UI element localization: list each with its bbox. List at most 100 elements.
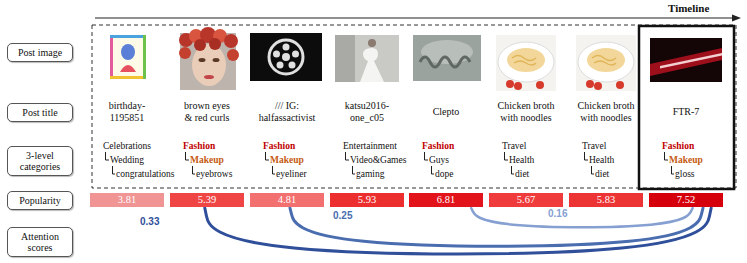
row-header-box: Attention scores — [7, 227, 73, 257]
portrait-image — [209, 38, 221, 50]
soup-image — [594, 82, 602, 90]
row-header-box: 3-level categories — [7, 146, 73, 176]
soup-image — [536, 81, 544, 89]
category-tree — [106, 152, 675, 174]
card-image — [121, 44, 135, 60]
gloss-image — [660, 53, 722, 69]
portrait-image — [179, 47, 191, 59]
card-image — [143, 35, 146, 79]
category-label: Guys — [429, 155, 449, 166]
post-title: Clepto — [413, 106, 479, 118]
attention-arc — [290, 208, 703, 246]
card-image — [110, 35, 146, 79]
film-image — [250, 33, 322, 81]
node-text: 7.52 — [649, 193, 723, 207]
soup-image — [616, 81, 624, 89]
node-text: 5.67 — [489, 193, 563, 207]
node-text: 6.81 — [409, 193, 483, 207]
post-title: brown eyes & red curls — [180, 100, 234, 124]
node-text: Post image — [10, 47, 70, 58]
post-title: Chicken broth with noodles — [493, 100, 559, 124]
soup-image — [496, 35, 556, 91]
category-label: diet — [595, 169, 609, 180]
popularity-bar: 5.93 — [330, 193, 404, 207]
category-label: Health — [509, 155, 534, 166]
category-label: diet — [515, 169, 529, 180]
gloss-image — [650, 38, 722, 82]
film-image — [282, 53, 290, 61]
post-title: Chicken broth with noodles — [573, 100, 639, 124]
category-label: dope — [435, 169, 453, 180]
card-image — [110, 76, 146, 79]
category-label: Makeup — [190, 155, 224, 166]
card-image — [113, 38, 143, 76]
popularity-bar: 7.52 — [649, 193, 723, 207]
soup-image — [576, 35, 636, 91]
attention-arc — [471, 208, 692, 227]
attention-score: 0.25 — [333, 210, 352, 221]
node-text: 3.81 — [90, 193, 164, 207]
post-title: birthday-1195851 — [94, 100, 160, 124]
node-text: Popularity — [10, 195, 70, 206]
category-label: eyeliner — [276, 169, 307, 180]
target-frame — [639, 26, 734, 189]
category-label: Video&Games — [350, 155, 406, 166]
row-header-box: Popularity — [7, 191, 73, 210]
row-header-box: Post image — [7, 43, 73, 62]
category-label: Fashion — [183, 141, 215, 152]
category-label: Travel — [582, 141, 606, 152]
photo-image — [335, 35, 399, 82]
soup-image — [592, 56, 616, 66]
category-label: gaming — [356, 169, 385, 180]
dashed-frame — [92, 25, 736, 188]
popularity-bar: 5.39 — [170, 193, 244, 207]
node-text: 3-level categories — [10, 150, 70, 172]
soup-image — [587, 48, 625, 72]
category-label: Fashion — [422, 141, 454, 152]
soup-image — [586, 80, 594, 88]
category-label: Fashion — [662, 141, 694, 152]
attention-arc — [205, 208, 711, 254]
portrait-image — [227, 49, 239, 61]
popularity-bar: 6.81 — [409, 193, 483, 207]
graffiti-image — [413, 35, 481, 81]
attention-score: 0.16 — [548, 208, 567, 219]
category-label: Entertainment — [343, 141, 397, 152]
popularity-bar: 5.83 — [569, 193, 643, 207]
soup-image — [576, 35, 636, 91]
portrait-image — [194, 39, 206, 51]
film-image — [283, 44, 290, 51]
soup-image — [496, 35, 556, 91]
category-label: Health — [589, 155, 614, 166]
post-title: /// IG: halfassactivist — [254, 100, 320, 124]
portrait-image — [192, 44, 226, 86]
node-text: 5.83 — [569, 193, 643, 207]
soup-image — [507, 48, 545, 72]
popularity-bar: 3.81 — [90, 193, 164, 207]
portrait-image — [213, 58, 220, 62]
soup-image — [514, 82, 522, 90]
popularity-bar: 4.81 — [250, 193, 324, 207]
node-text: 4.81 — [250, 193, 324, 207]
film-image — [292, 51, 299, 58]
node-text: 5.39 — [170, 193, 244, 207]
timeline-arrowhead — [732, 15, 741, 22]
soup-image — [498, 42, 554, 82]
film-image — [269, 40, 303, 74]
post-title: katsu2016-one_c05 — [334, 100, 400, 124]
card-image — [120, 65, 136, 72]
category-label: Celebrations — [103, 141, 151, 152]
category-label: Travel — [502, 141, 526, 152]
timeline-label: Timeline — [668, 2, 709, 15]
category-label: gloss — [675, 169, 695, 180]
node-text: Attention scores — [10, 231, 70, 253]
photo-image — [335, 35, 355, 82]
soup-image — [512, 56, 536, 66]
gloss-image — [650, 48, 722, 76]
portrait-image — [204, 75, 214, 79]
photo-image — [360, 48, 384, 82]
